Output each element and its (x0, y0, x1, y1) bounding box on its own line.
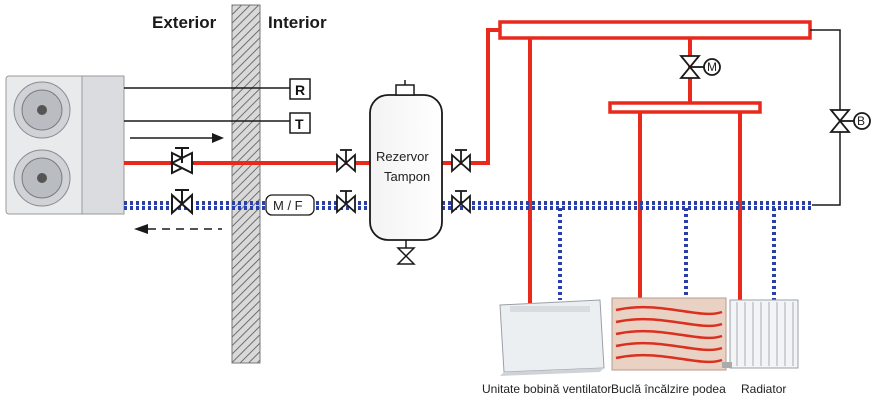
upper-manifold (500, 22, 810, 38)
return-piping (124, 203, 812, 300)
exterior-label: Exterior (152, 13, 217, 32)
wall (232, 5, 260, 363)
room-sensor-label: R (295, 82, 305, 98)
tank-label-line1: Rezervor (376, 149, 429, 164)
thermostat-label: T (295, 116, 304, 132)
bypass-valve-b-label: B (857, 114, 865, 128)
interior-label: Interior (268, 13, 327, 32)
lower-manifold (610, 103, 760, 112)
outdoor-return-valve[interactable] (172, 190, 192, 213)
fan-coil-unit (500, 300, 604, 376)
fan-coil-label: Unitate bobină ventilator (482, 382, 611, 396)
mixing-valve-m-label: M (707, 60, 717, 74)
return-direction-arrow (134, 224, 222, 234)
control-wires (124, 88, 290, 121)
radiator (722, 300, 798, 368)
supply-direction-arrow (130, 133, 224, 143)
tank-label-line2: Tampon (384, 169, 430, 184)
outdoor-supply-valve[interactable] (172, 148, 192, 173)
floor-heating-loop (612, 298, 726, 370)
floor-loop-label: Buclă încălzire podea (611, 382, 726, 396)
bypass-line (810, 30, 840, 205)
mf-label: M / F (273, 198, 303, 213)
tank-outlet-supply-valve[interactable] (452, 150, 470, 171)
radiator-label: Radiator (741, 382, 786, 396)
outdoor-unit (6, 76, 124, 214)
tank-inlet-supply-valve[interactable] (337, 150, 355, 171)
